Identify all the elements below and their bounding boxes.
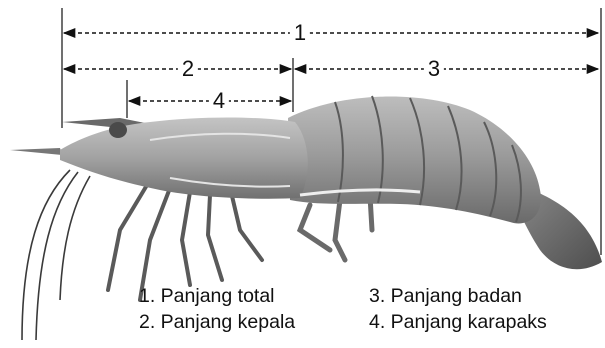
dimension-label-total: 1 — [290, 22, 310, 44]
eye — [109, 122, 127, 138]
legend-item-body: 3. Panjang badan — [369, 285, 522, 307]
legend-item-head: 2. Panjang kepala — [139, 311, 295, 333]
antennae — [22, 170, 90, 340]
dimension-lines — [64, 33, 598, 101]
dimension-label-body: 3 — [424, 58, 444, 80]
rostrum-tip — [10, 148, 62, 155]
dimension-label-carapace: 4 — [209, 90, 229, 112]
abdomen — [288, 97, 541, 224]
dimension-label-head: 2 — [178, 58, 198, 80]
swimming-legs — [300, 196, 372, 260]
legend-item-carapace: 4. Panjang karapaks — [369, 311, 547, 333]
legend-item-total: 1. Panjang total — [139, 285, 275, 307]
